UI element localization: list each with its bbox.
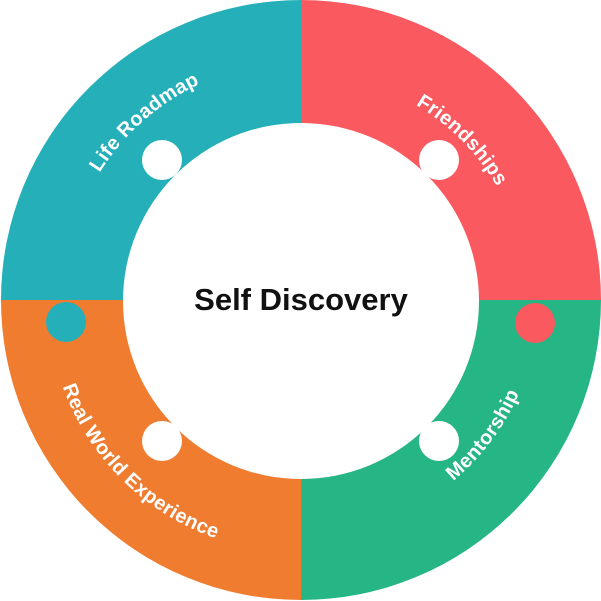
puzzle-tab [306,44,346,84]
puzzle-notch [419,140,459,180]
center-title: Self Discovery [194,282,408,317]
puzzle-tab [46,302,86,342]
puzzle-notch [142,140,182,180]
puzzle-tab [515,303,555,343]
puzzle-notch [419,421,459,461]
puzzle-notch [142,421,182,461]
puzzle-tab [304,515,344,555]
center-circle [123,123,479,479]
